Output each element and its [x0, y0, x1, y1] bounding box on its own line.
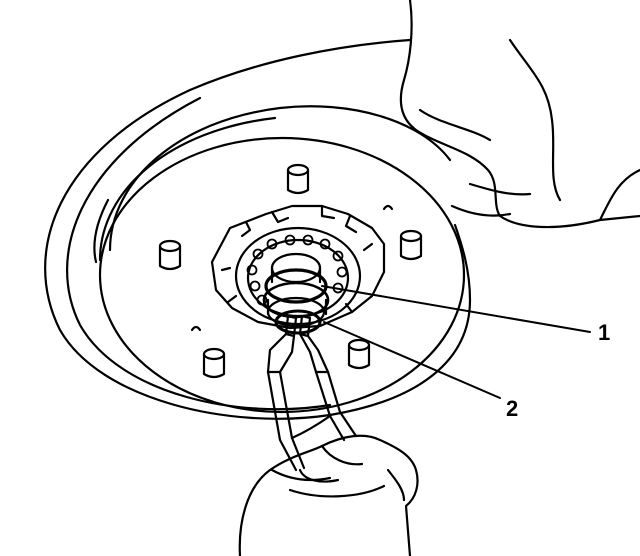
wheel-studs	[158, 163, 423, 379]
retainer-clip	[274, 309, 322, 335]
hat-wall	[93, 198, 110, 264]
axle-spline-end	[270, 252, 322, 284]
flange-outline	[210, 204, 386, 330]
hub-flange	[210, 204, 386, 330]
hat-inner-step-2	[98, 116, 277, 262]
leader-line-2	[323, 321, 501, 399]
wheel-stud	[347, 338, 371, 370]
hat-outer-ring	[98, 136, 466, 414]
wheel-stud	[399, 229, 423, 261]
pliers-jaw	[298, 332, 330, 374]
hat-inner-step	[108, 105, 452, 252]
rotor-rim-line	[66, 96, 332, 411]
rotor-holes	[190, 204, 394, 332]
rotor-outer-edge	[44, 88, 472, 420]
snap-ring-pliers	[266, 314, 358, 472]
wheel-stud	[158, 239, 182, 271]
brake-rotor	[44, 38, 472, 420]
leader-line-1	[321, 285, 591, 333]
wheel-stud	[286, 163, 310, 195]
hand-lower	[238, 434, 419, 556]
wheel-stud	[202, 347, 226, 379]
hand-upper	[399, 0, 640, 229]
rotor-outer-edge-top	[188, 38, 412, 92]
callout-label-1: 1	[598, 320, 610, 345]
callout-label-2: 2	[506, 396, 518, 421]
leader-lines	[321, 285, 591, 399]
hub-bolt-holes	[246, 234, 348, 306]
hub-bore-outer	[234, 226, 362, 326]
pliers-jaw	[266, 332, 296, 374]
